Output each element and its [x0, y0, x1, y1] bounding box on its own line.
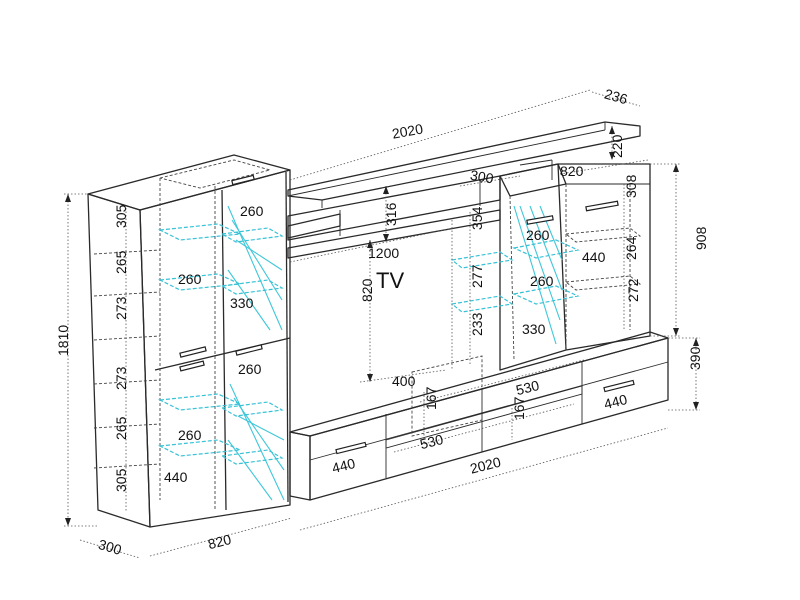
label-upper-right-total: 908	[693, 226, 709, 250]
label-upper-right-440: 440	[582, 249, 606, 265]
tv-label: TV	[376, 268, 404, 293]
label-top-width: 2020	[391, 120, 425, 141]
label-left-width: 820	[206, 531, 233, 552]
upper-right-cabinet	[499, 163, 651, 371]
label-left-273-a: 273	[113, 296, 129, 320]
top-canopy	[287, 121, 641, 208]
label-upper-mid-277: 277	[469, 264, 485, 288]
label-left-440: 440	[164, 469, 188, 485]
label-low-400: 400	[392, 373, 416, 389]
label-low-drawer-left: 440	[330, 455, 357, 476]
label-upper-right-glass-260a: 260	[526, 227, 550, 243]
dimension-lines	[64, 89, 700, 559]
label-low-167-b: 167	[511, 396, 527, 420]
left-tall-cabinet	[87, 154, 291, 528]
dimension-labels: TV 2020 236 220 820 300 908 308 264 272 …	[55, 85, 709, 557]
label-upper-right-mid: 264	[623, 236, 639, 260]
label-upper-mid-233: 233	[469, 312, 485, 336]
label-low-530-top: 530	[514, 377, 541, 398]
dimension-arrows	[65, 126, 699, 526]
label-low-height: 390	[687, 346, 703, 370]
label-upper-right-width: 820	[560, 163, 584, 179]
label-left-305-top: 305	[113, 204, 129, 228]
label-low-drawer-right: 440	[602, 391, 629, 412]
label-upper-right-330: 330	[522, 321, 546, 337]
label-top-height: 220	[609, 134, 625, 158]
label-left-glass-260-top: 260	[240, 203, 264, 219]
label-low-167-a: 167	[423, 386, 439, 410]
upper-shelf-unit	[287, 159, 553, 259]
label-left-265-top: 265	[113, 250, 129, 274]
label-left-273-b: 273	[113, 366, 129, 390]
label-upper-right-depth: 300	[469, 167, 495, 187]
label-top-shelf-width: 1200	[368, 245, 399, 261]
label-left-305-bottom: 305	[113, 468, 129, 492]
label-left-depth: 300	[97, 536, 124, 558]
label-low-width: 2020	[468, 454, 502, 477]
label-upper-right-glass-260b: 260	[530, 273, 554, 289]
label-tv-height: 820	[359, 278, 375, 302]
label-upper-mid-354: 354	[469, 206, 485, 230]
label-left-glass-260-mid: 260	[178, 271, 202, 287]
label-left-total: 1810	[55, 325, 71, 356]
label-left-330: 330	[230, 295, 254, 311]
label-left-glass-260-door: 260	[238, 361, 262, 377]
upper-mid-shelves	[450, 220, 514, 370]
tv-bench	[289, 331, 669, 501]
label-left-glass-260-low: 260	[178, 427, 202, 443]
label-upper-right-low: 272	[625, 278, 641, 302]
label-left-265-bottom: 265	[113, 416, 129, 440]
label-top-depth: 236	[603, 85, 630, 107]
label-upper-right-top: 308	[623, 174, 639, 198]
label-low-530-bottom: 530	[418, 431, 445, 452]
label-top-shelf-height: 316	[383, 202, 399, 226]
